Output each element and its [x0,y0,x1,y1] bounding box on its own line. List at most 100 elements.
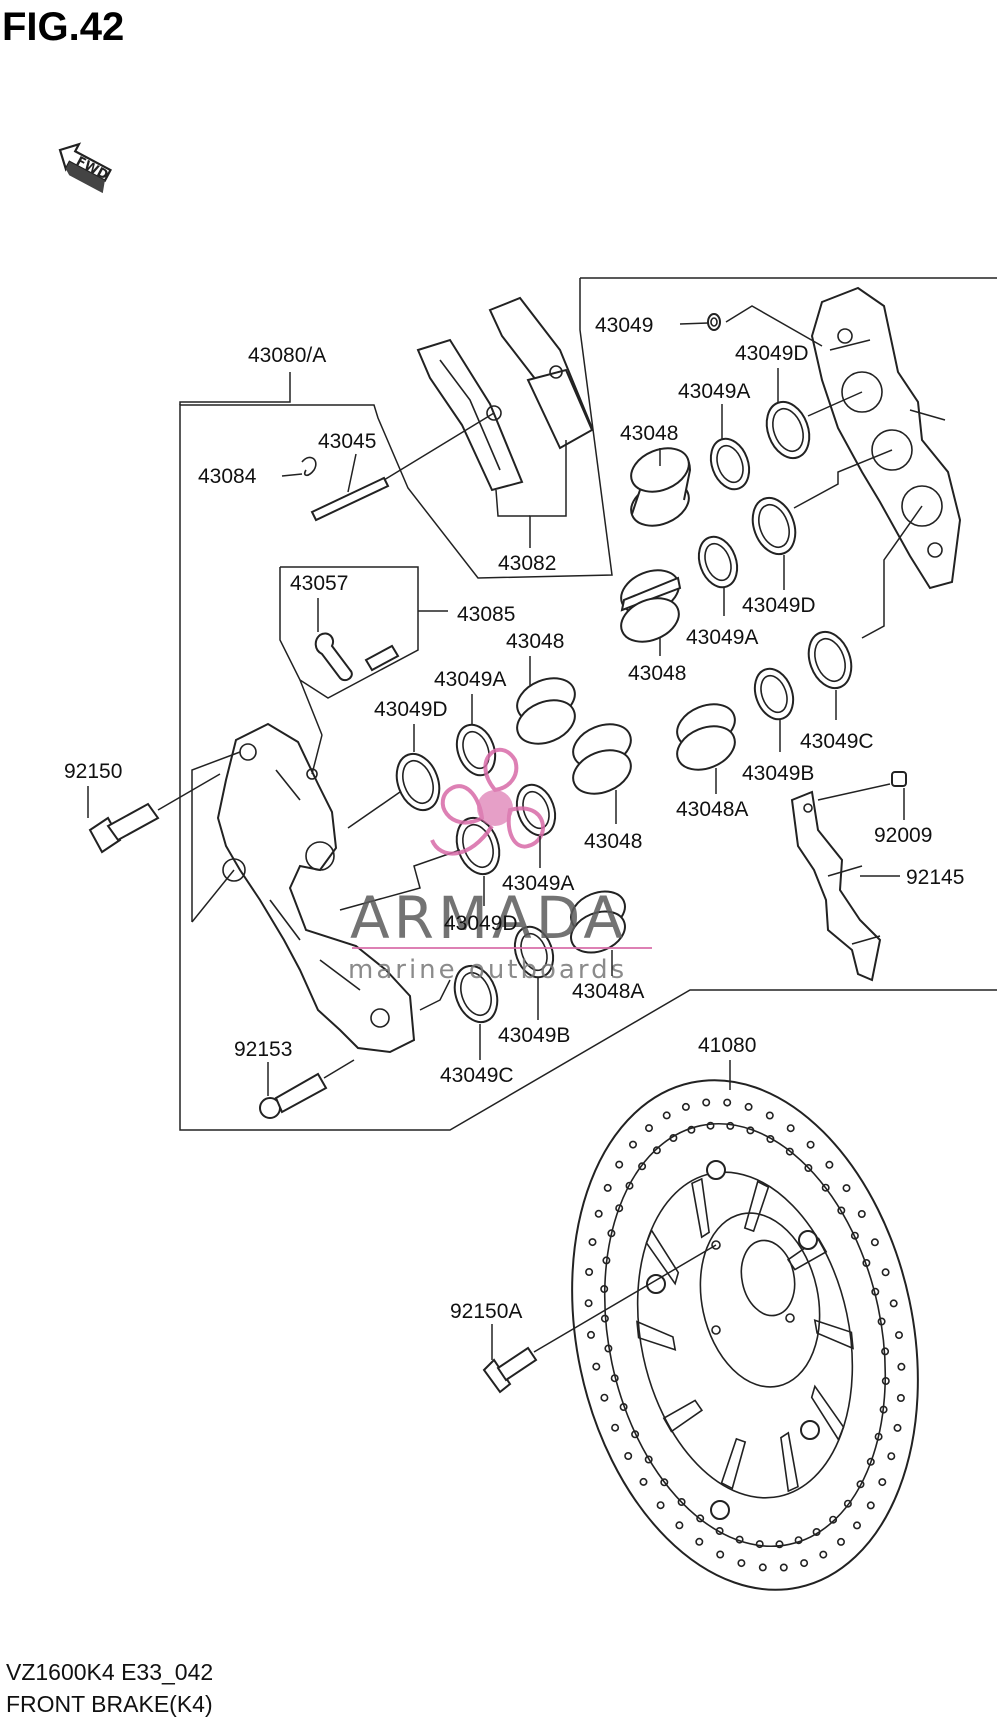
part-label-43082: 43082 [498,552,556,575]
carrier-window [691,1177,710,1239]
vent-hole [866,1501,875,1510]
part-label-92153: 92153 [234,1038,292,1061]
part-label-41080: 41080 [698,1034,756,1057]
vent-hole [716,1550,725,1559]
vent-hole [856,1480,865,1489]
part-label-43084: 43084 [198,465,257,488]
vent-hole [715,1527,724,1536]
vent-hole [639,1477,648,1486]
disc-carrier-spokes [636,1177,854,1493]
vent-hole [586,1330,595,1339]
part-label-43048a: 43048A [676,798,748,821]
carrier-window [813,1319,854,1350]
vent-hole [893,1423,902,1432]
piston-43048-c [516,677,576,745]
vent-hole [850,1231,859,1240]
vent-hole [702,1098,711,1107]
vent-hole [871,1287,880,1296]
disc-vent-holes [584,1098,906,1572]
piston-43048a-front [570,890,626,954]
carrier-window [780,1431,799,1493]
caliper-half-front [216,722,416,1054]
vent-hole [584,1299,593,1308]
carrier-window [743,1180,770,1233]
bolt-92150a [482,1244,717,1394]
vent-hole [786,1124,795,1133]
vent-hole [588,1238,597,1247]
hose-bracket [790,771,907,982]
vent-hole [604,1344,613,1353]
part-label-92150a: 92150A [450,1300,522,1323]
vent-hole [804,1164,813,1173]
vent-hole [862,1259,871,1268]
part-label-43049b: 43049B [498,1024,570,1047]
vent-hole [611,1423,620,1432]
piston-43048-d [572,723,632,795]
vent-hole [794,1536,803,1545]
watermark-brand: ARMADA [350,884,627,952]
brake-pad-rear [488,296,594,450]
part-label-43057: 43057 [290,572,348,595]
caliper-half-rear [810,286,962,590]
section-name: FRONT BRAKE(K4) [6,1691,213,1717]
vent-hole [785,1147,794,1156]
part-label-43049a: 43049A [434,668,506,691]
brake-disc [571,1079,919,1591]
vent-hole [775,1540,784,1549]
vent-hole [625,1181,634,1190]
bleeder-assembly [279,566,448,775]
vent-hole [878,1478,887,1487]
vent-hole [881,1377,890,1386]
vent-hole [896,1394,905,1403]
vent-hole [652,1146,661,1155]
vent-hole [600,1393,609,1402]
part-label-43049a: 43049A [502,872,574,895]
assembly-lines [191,305,923,1011]
part-callouts: 43049 43049D 43080/A 43049A 43045 43048 … [64,314,964,1323]
vent-hole [877,1317,886,1326]
vent-hole [585,1268,594,1277]
carrier-window [645,1228,680,1286]
vent-hole [603,1183,612,1192]
vent-hole [607,1229,616,1238]
vent-hole [656,1501,665,1510]
vent-hole [836,1537,845,1546]
vent-hole [744,1102,753,1111]
vent-hole [779,1563,788,1572]
part-label-43049d: 43049D [444,912,518,935]
part-label-92150: 92150 [64,760,122,783]
label-bracket-43080 [179,372,291,405]
vent-hole [837,1206,846,1215]
part-label-92009: 92009 [874,824,932,847]
part-label-43048: 43048 [584,830,642,853]
vent-hole [889,1299,898,1308]
vent-hole [737,1559,746,1568]
vent-hole [881,1347,890,1356]
part-label-43049b: 43049B [742,762,814,785]
vent-hole [644,1124,653,1133]
vent-hole [870,1238,879,1247]
vent-hole [602,1256,611,1265]
part-label-43049d: 43049D [742,594,816,617]
vent-hole [723,1098,732,1107]
vent-hole [696,1514,705,1523]
part-label-43049c: 43049C [440,1064,514,1087]
piston-43048a-rear [676,703,736,771]
vent-hole [825,1160,834,1169]
vent-hole [897,1362,906,1371]
pad-pin [310,412,495,522]
model-code: VZ1600K4 E33_042 [6,1659,213,1685]
armada-watermark: ARMADA marine outboards [348,747,652,985]
vent-hole [819,1550,828,1559]
bolt-92153 [259,1059,355,1119]
vent-hole [669,1134,678,1143]
vent-hole [687,1125,696,1134]
watermark-tagline: marine outboards [348,955,627,985]
armada-logo-icon [430,747,545,856]
vent-hole [894,1331,903,1340]
vent-hole [615,1160,624,1169]
vent-hole [874,1432,883,1441]
vent-hole [660,1478,669,1487]
